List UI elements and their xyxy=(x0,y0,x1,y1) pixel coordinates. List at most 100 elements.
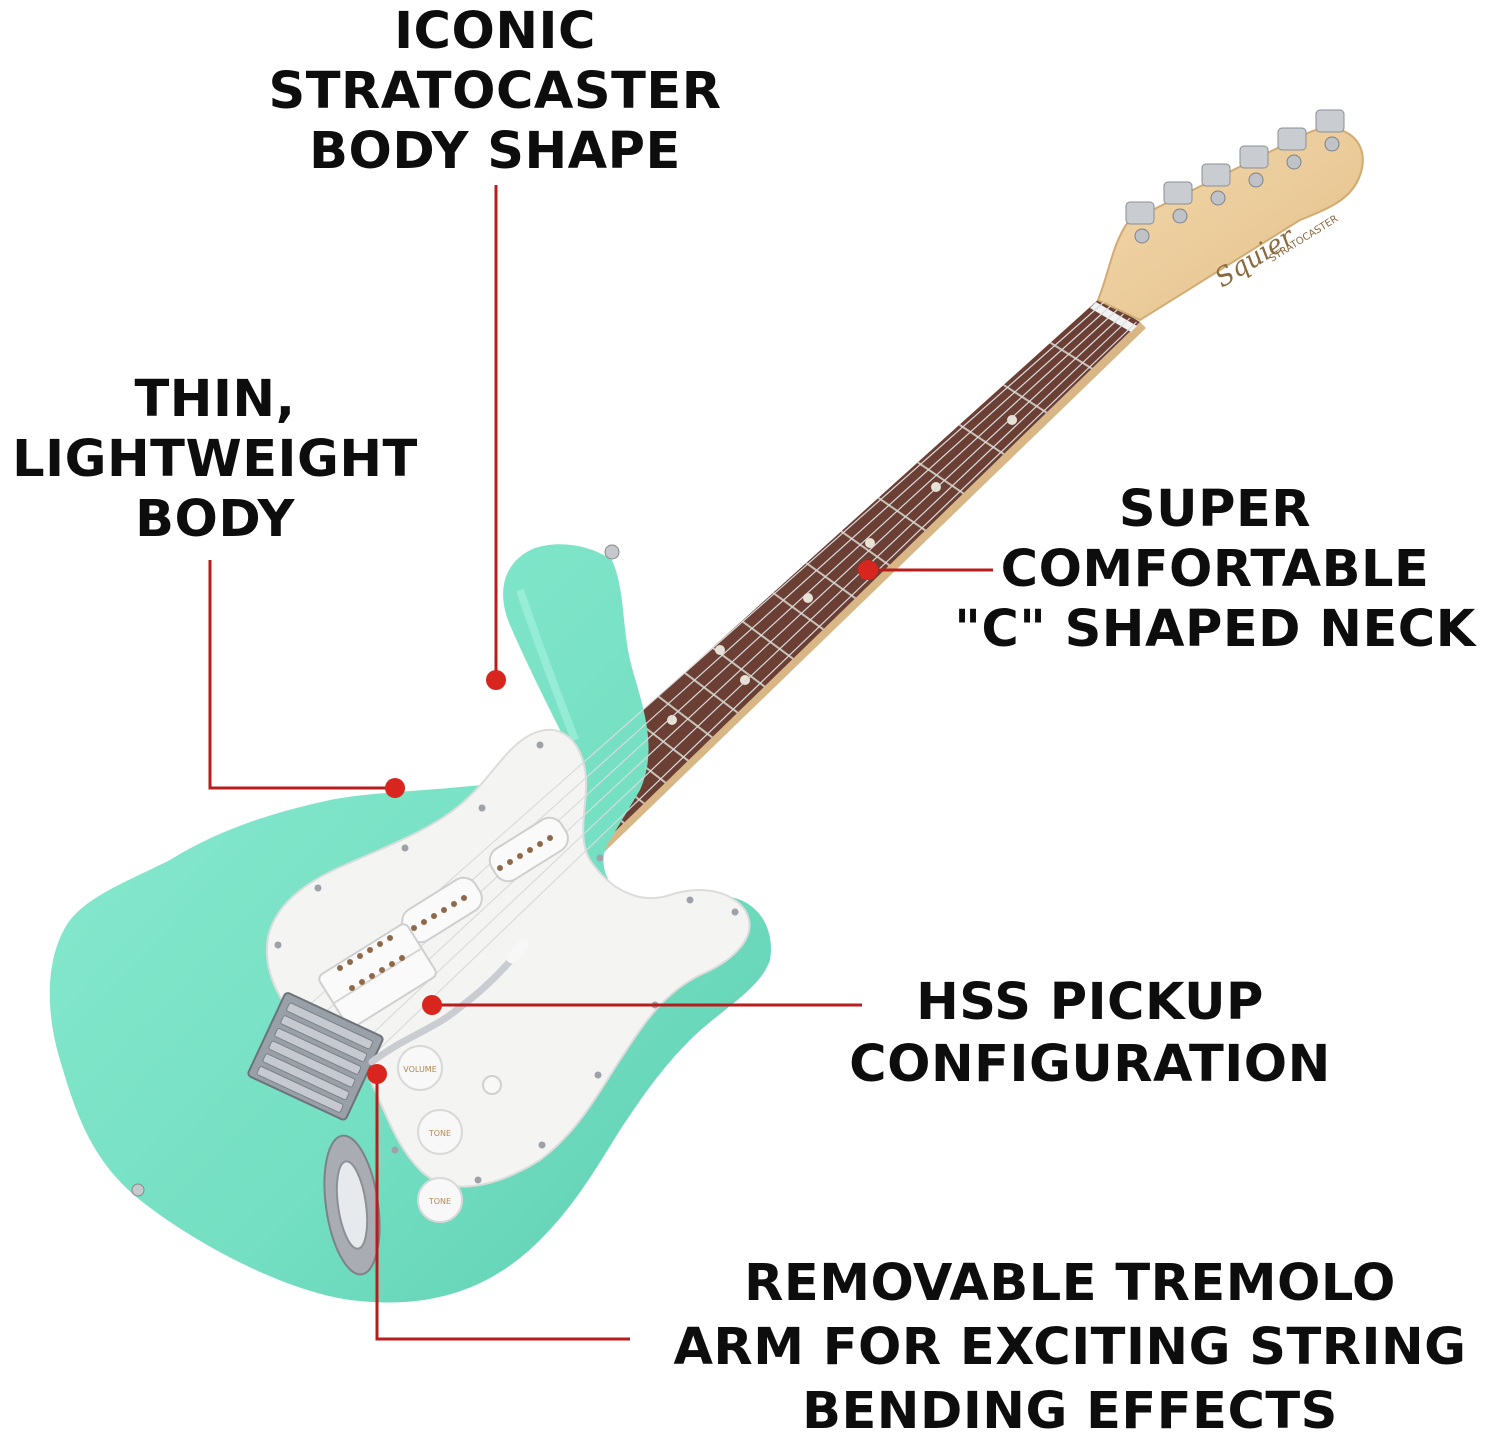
strap-button-top xyxy=(604,544,620,560)
pole-piece xyxy=(399,955,405,961)
callout-tremolo: REMOVABLE TREMOLO ARM FOR EXCITING STRIN… xyxy=(640,1252,1500,1444)
inlay-dot xyxy=(1007,415,1017,425)
string xyxy=(344,321,1137,1083)
pole-piece xyxy=(377,941,383,947)
pole-piece xyxy=(537,841,543,847)
pole-piece xyxy=(387,935,393,941)
inlay-dot xyxy=(715,645,725,655)
tremolo-arm-tip xyxy=(506,938,530,964)
callout-dots xyxy=(367,560,878,1084)
fret xyxy=(840,530,890,567)
inlay-dot xyxy=(740,675,750,685)
svg-text:VOLUME: VOLUME xyxy=(403,1065,437,1074)
pole-piece xyxy=(347,959,353,965)
screw xyxy=(594,1071,602,1079)
pole-piece xyxy=(507,859,513,865)
pole-piece xyxy=(337,965,343,971)
string xyxy=(333,317,1131,1071)
tuner-key xyxy=(1277,127,1307,151)
fret xyxy=(741,620,794,660)
callout-line: SUPER xyxy=(1118,480,1312,539)
fret xyxy=(1003,384,1048,414)
pole-piece xyxy=(369,973,375,979)
headstock xyxy=(1096,127,1364,322)
bridge-saddle xyxy=(280,1015,368,1063)
pole-piece xyxy=(421,919,427,925)
screw xyxy=(478,804,486,812)
callout-thin-body: THIN, LIGHTWEIGHT BODY xyxy=(0,370,430,550)
tuner-key xyxy=(1125,201,1155,225)
screw xyxy=(731,908,739,916)
tuner-key xyxy=(1315,109,1345,133)
pole-piece xyxy=(461,895,467,901)
tuner-post xyxy=(1324,136,1340,152)
pole-piece xyxy=(431,913,437,919)
inlay-dot xyxy=(931,482,941,492)
nut xyxy=(1090,302,1137,332)
screw xyxy=(474,1176,482,1184)
callout-line: CONFIGURATION xyxy=(849,1035,1331,1094)
pole-piece xyxy=(547,835,553,841)
callout-body-shape: ICONIC STRATOCASTER BODY SHAPE xyxy=(230,2,760,182)
callout-line: COMFORTABLE xyxy=(1000,540,1430,599)
fret xyxy=(877,497,926,532)
bridge-saddle xyxy=(256,1066,344,1113)
dot-thin-body xyxy=(385,778,405,798)
svg-text:TONE: TONE xyxy=(428,1129,451,1138)
callout-line: ICONIC xyxy=(394,2,596,61)
pole-piece xyxy=(379,967,385,973)
fret xyxy=(1049,341,1093,370)
dot-neck xyxy=(858,560,878,580)
screw xyxy=(686,896,694,904)
fret xyxy=(657,695,713,739)
callout-line: BODY xyxy=(135,490,295,549)
callout-pickups: HSS PICKUP CONFIGURATION xyxy=(780,972,1400,1096)
screw xyxy=(401,844,409,852)
tremolo-arm xyxy=(368,946,524,1066)
callout-line: ARM FOR EXCITING STRING xyxy=(673,1318,1467,1377)
callout-line: BENDING EFFECTS xyxy=(802,1382,1338,1441)
output-jack-plate xyxy=(323,1134,381,1276)
tuning-pegs xyxy=(1125,109,1345,244)
tuner-key xyxy=(1163,181,1193,205)
string xyxy=(322,313,1124,1059)
pole-piece xyxy=(349,985,355,991)
pole-piece xyxy=(367,947,373,953)
volume-knob: VOLUME xyxy=(397,1045,443,1091)
callout-line: REMOVABLE TREMOLO xyxy=(744,1254,1396,1313)
pole-piece xyxy=(359,979,365,985)
screw xyxy=(391,1146,399,1154)
pole-piece xyxy=(441,907,447,913)
body-bevel-highlight xyxy=(516,588,579,742)
bridge-saddle xyxy=(268,1040,356,1088)
tone-knob-2: TONE xyxy=(417,1177,463,1223)
callout-line: "C" SHAPED NECK xyxy=(954,600,1476,659)
tuner-post xyxy=(1172,208,1188,224)
bridge-saddle xyxy=(262,1053,350,1101)
callout-line: LIGHTWEIGHT xyxy=(12,430,418,489)
strap-button-bottom xyxy=(131,1183,145,1197)
fret xyxy=(917,461,965,495)
tuner-key xyxy=(1201,163,1231,187)
screw xyxy=(536,741,544,749)
bridge-saddle xyxy=(274,1027,362,1075)
pole-piece xyxy=(357,953,363,959)
dot-tremolo xyxy=(367,1064,387,1084)
tremolo-bridge xyxy=(247,992,384,1121)
pole-piece xyxy=(451,901,457,907)
inlay-dot xyxy=(667,715,677,725)
neck-edge xyxy=(588,322,1146,862)
pickup-selector-switch xyxy=(482,1075,502,1095)
fret xyxy=(958,423,1005,456)
tone-knob: TONE xyxy=(417,1109,463,1155)
svg-text:TONE: TONE xyxy=(428,1197,451,1206)
pole-piece xyxy=(389,961,395,967)
callout-line: THIN, xyxy=(134,370,296,429)
fret xyxy=(805,562,857,600)
screw xyxy=(314,884,322,892)
tuner-post xyxy=(1134,228,1150,244)
callout-line: BODY SHAPE xyxy=(309,122,681,181)
pole-piece xyxy=(517,853,523,859)
